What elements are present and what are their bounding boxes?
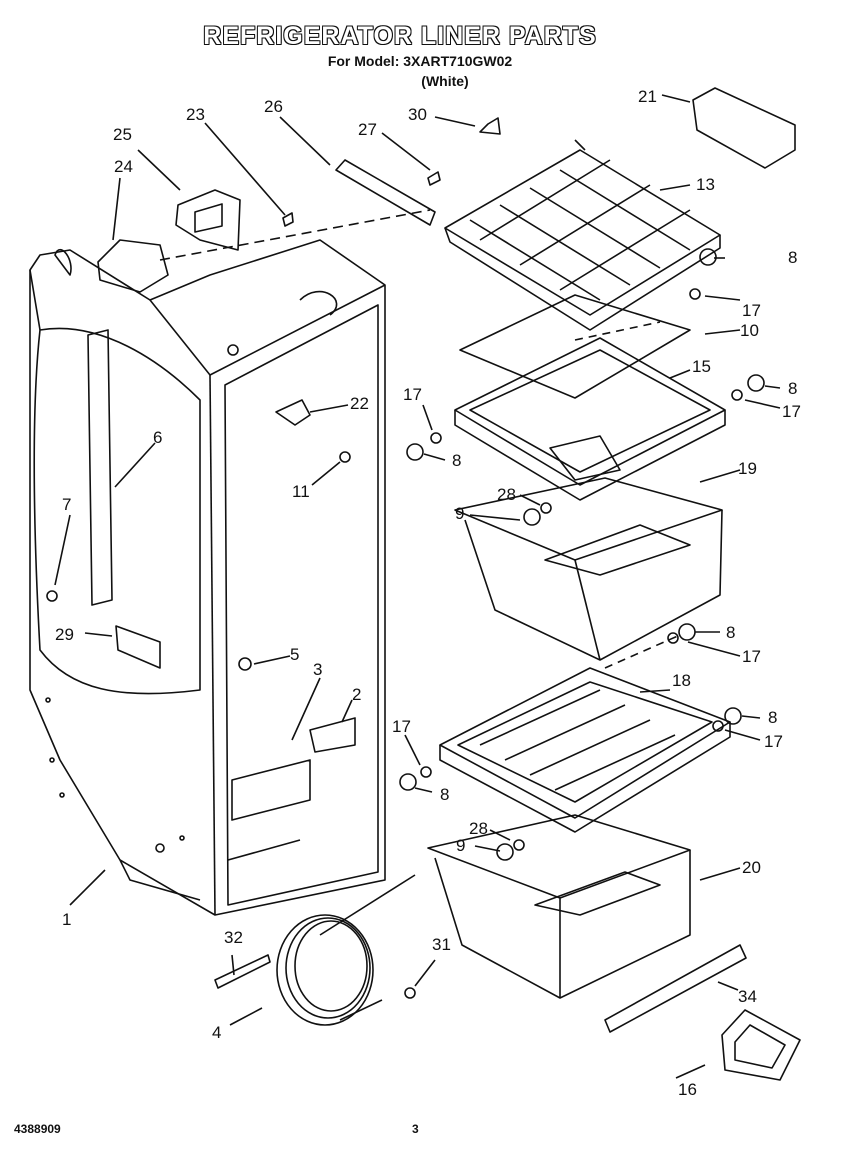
callout-32: 32 bbox=[224, 928, 243, 947]
crisper-drawer-lower-drawing bbox=[427, 814, 691, 999]
control-housing-drawing bbox=[97, 189, 241, 293]
callout-5: 5 bbox=[290, 645, 299, 664]
callout-3: 3 bbox=[313, 660, 322, 679]
callout-2: 2 bbox=[352, 685, 361, 704]
callout-8b: 8 bbox=[788, 379, 797, 398]
callout-31: 31 bbox=[432, 935, 451, 954]
callout-labels: 1 2 3 4 5 6 7 8 8 8 8 8 8 9 9 10 11 13 1… bbox=[55, 87, 801, 1099]
callout-6: 6 bbox=[153, 428, 162, 447]
callout-8e: 8 bbox=[768, 708, 777, 727]
callout-8f: 8 bbox=[440, 785, 449, 804]
callout-16: 16 bbox=[678, 1080, 697, 1099]
callout-15: 15 bbox=[692, 357, 711, 376]
page-number: 3 bbox=[412, 1122, 419, 1136]
page-title: REFRIGERATOR LINER PARTS bbox=[203, 22, 597, 50]
callout-17e: 17 bbox=[764, 732, 783, 751]
crisper-cover-drawing bbox=[439, 667, 731, 833]
callout-17c: 17 bbox=[403, 385, 422, 404]
callout-17b: 17 bbox=[782, 402, 801, 421]
tie-strap-drawing bbox=[214, 954, 271, 989]
door-bin-drawing bbox=[692, 87, 796, 169]
trim-drawing bbox=[604, 944, 747, 1033]
callout-30: 30 bbox=[408, 105, 427, 124]
callout-19: 19 bbox=[738, 459, 757, 478]
callout-25: 25 bbox=[113, 125, 132, 144]
water-tubing-drawing bbox=[276, 874, 416, 1026]
callout-17f: 17 bbox=[392, 717, 411, 736]
callout-28b: 28 bbox=[469, 819, 488, 838]
color-line: (White) bbox=[421, 73, 469, 89]
callout-8c: 8 bbox=[452, 451, 461, 470]
callout-1: 1 bbox=[62, 910, 71, 929]
callout-11: 11 bbox=[292, 482, 310, 501]
callout-27: 27 bbox=[358, 120, 377, 139]
liner-cabinet-drawing bbox=[29, 239, 386, 916]
callout-34: 34 bbox=[738, 987, 757, 1006]
glass-shelf-drawing bbox=[459, 294, 691, 399]
callout-22: 22 bbox=[350, 394, 369, 413]
wire-shelf-drawing bbox=[444, 139, 721, 331]
callout-18: 18 bbox=[672, 671, 691, 690]
crisper-drawer-upper-drawing bbox=[454, 477, 723, 661]
doc-number: 4388909 bbox=[14, 1122, 61, 1136]
callout-4: 4 bbox=[212, 1023, 221, 1042]
callout-8d: 8 bbox=[726, 623, 735, 642]
callout-13: 13 bbox=[696, 175, 715, 194]
callout-29: 29 bbox=[55, 625, 74, 644]
callout-20: 20 bbox=[742, 858, 761, 877]
callout-9b: 9 bbox=[456, 836, 465, 855]
callout-10: 10 bbox=[740, 321, 759, 340]
callout-28a: 28 bbox=[497, 485, 516, 504]
rail-drawing bbox=[335, 159, 436, 226]
callout-8a: 8 bbox=[788, 248, 797, 267]
callout-17a: 17 bbox=[742, 301, 761, 320]
callout-7: 7 bbox=[62, 495, 71, 514]
callout-24: 24 bbox=[114, 157, 133, 176]
callout-23: 23 bbox=[186, 105, 205, 124]
page-header: REFRIGERATOR LINER PARTS For Model: 3XAR… bbox=[0, 22, 800, 89]
cover-plate-drawing bbox=[721, 1009, 801, 1081]
callout-9a: 9 bbox=[455, 504, 464, 523]
shelf-frame-drawing bbox=[454, 337, 726, 501]
callout-17d: 17 bbox=[742, 647, 761, 666]
callout-21: 21 bbox=[638, 87, 657, 106]
callout-26: 26 bbox=[264, 97, 283, 116]
model-line: For Model: 3XART710GW02 bbox=[327, 53, 513, 69]
